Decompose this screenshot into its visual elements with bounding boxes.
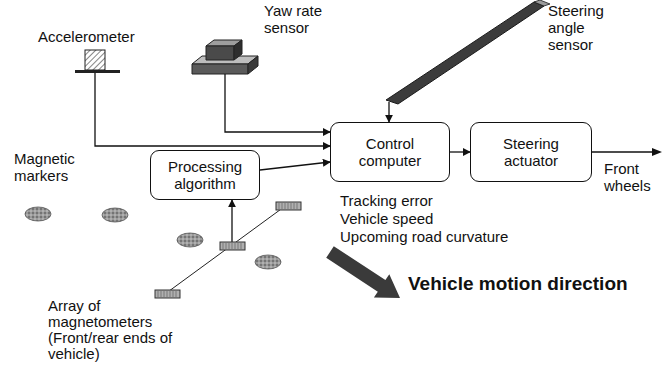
sensor-base-side	[248, 56, 258, 74]
sensor-label: Yaw rate sensor	[264, 2, 330, 36]
sensor-base	[75, 70, 120, 73]
connector-arrow	[231, 200, 232, 242]
connector-arrow	[388, 108, 389, 122]
motion-arrow	[326, 246, 400, 298]
box-text: Control computer	[331, 135, 449, 169]
box-text: Steering actuator	[471, 135, 591, 169]
sensor-label: Accelerometer	[38, 28, 150, 45]
sensor-label: Array of magnetometers (Front/rear ends …	[48, 298, 190, 362]
magnetic-markers	[25, 207, 281, 269]
arrow-line	[592, 151, 654, 152]
direction-label: Vehicle motion direction	[408, 272, 658, 295]
sensor-bar-end	[534, 0, 550, 6]
sensor-yaw-rate: Yaw rate sensor	[190, 0, 330, 80]
sensor-block-side	[234, 40, 242, 60]
sensor-stem	[388, 102, 389, 108]
connector-arrow	[450, 151, 470, 152]
magnetometer-stripes	[158, 291, 176, 297]
process-box: Control computer	[330, 122, 450, 182]
marker	[25, 207, 51, 221]
box-text: Processing algorithm	[151, 158, 259, 192]
output-label: Front wheels	[604, 160, 664, 194]
signal-name: Tracking error	[340, 192, 570, 209]
annotation: Magnetic markers	[14, 150, 94, 184]
magnetometer-stripes	[223, 243, 241, 249]
array-rail	[165, 204, 288, 294]
process-box: Steering actuator	[470, 122, 592, 182]
magnetometer-array: Array of magnetometers (Front/rear ends …	[48, 198, 308, 366]
sensor-stem	[94, 73, 95, 76]
marker	[255, 255, 281, 269]
sensor-label: Steering angle sensor	[548, 2, 620, 53]
sensor-accelerometer: Accelerometer	[38, 28, 150, 76]
sensor-block-front	[206, 46, 234, 60]
connector-arrow	[225, 80, 330, 132]
arrow-head	[652, 148, 662, 156]
sensor-steering-angle: Steering angle sensor	[384, 0, 624, 108]
magnetometer	[220, 242, 245, 250]
front-wheels-arrow	[592, 148, 662, 156]
signal-name: Vehicle speed	[340, 210, 570, 227]
connector-arrow	[260, 162, 330, 170]
magnetometer-stripes	[279, 203, 297, 209]
sensor-body	[85, 50, 105, 70]
marker	[102, 208, 128, 222]
marker	[177, 233, 203, 247]
connector-arrow	[95, 76, 330, 146]
sensor-base-front	[192, 64, 248, 74]
signal-name: Upcoming road curvature	[340, 228, 570, 245]
magnetometer	[276, 202, 301, 210]
sensor-stem	[224, 74, 225, 80]
sensor-bar	[386, 2, 544, 104]
process-box: Processing algorithm	[150, 150, 260, 200]
magnetometer	[155, 290, 180, 298]
